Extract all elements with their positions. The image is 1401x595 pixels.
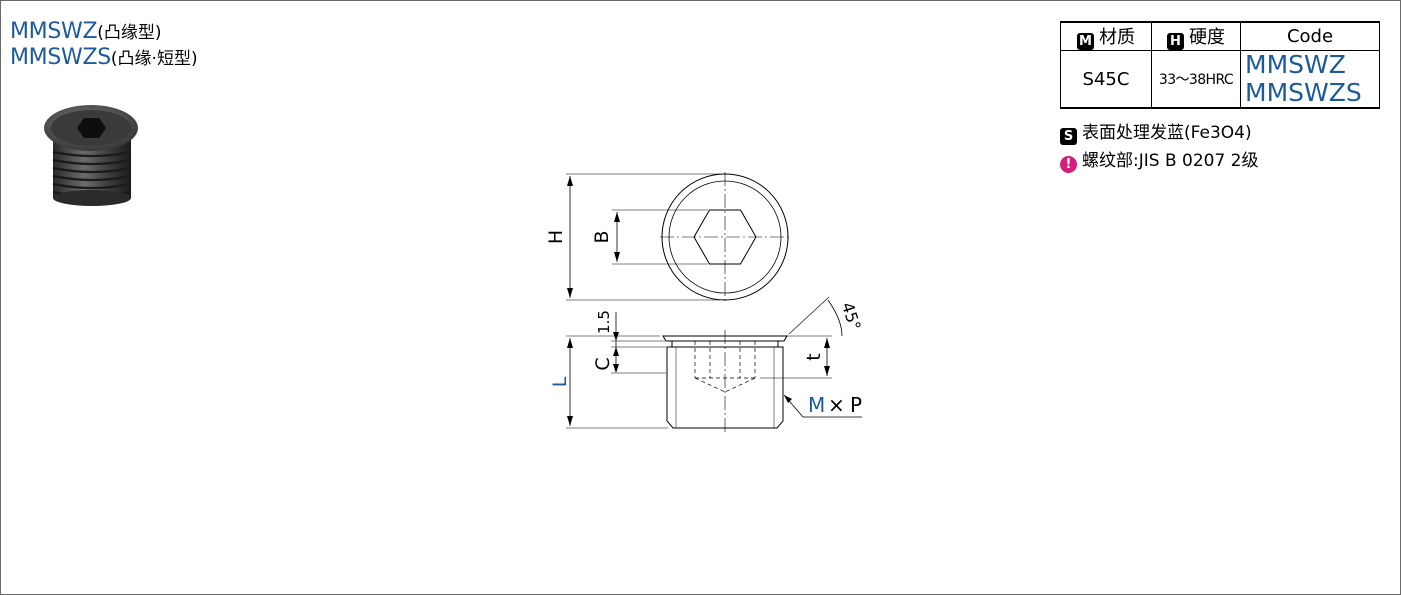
header-code: Code: [1240, 21, 1380, 51]
title-note: (凸缘·短型): [110, 49, 198, 69]
surface-icon: S: [1060, 128, 1077, 145]
cell-codes: MMSWZ MMSWZS: [1240, 50, 1380, 109]
dim-m: M: [808, 393, 825, 417]
thread-note: ! 螺纹部:JIS B 0207 2级: [1060, 146, 1259, 173]
dim-b: B: [591, 230, 613, 243]
dim-h: H: [545, 230, 567, 244]
cell-material: S45C: [1060, 50, 1152, 109]
dim-45-angle: 45°: [838, 300, 865, 333]
surface-text: 表面处理发蓝(Fe3O4): [1082, 123, 1252, 143]
product-photo: [44, 105, 138, 206]
title-code: MMSWZ: [10, 19, 98, 44]
title-mmswz: MMSWZ(凸缘型): [10, 18, 162, 44]
surface-note: S 表面处理发蓝(Fe3O4): [1060, 118, 1252, 145]
dim-1-5: 1.5: [595, 310, 613, 334]
thread-text: 螺纹部:JIS B 0207 2级: [1082, 151, 1259, 171]
warning-pin-icon: !: [1060, 156, 1077, 173]
code-mmswz[interactable]: MMSWZ: [1245, 50, 1346, 79]
material-icon: M: [1077, 33, 1094, 50]
dim-times: ×: [828, 393, 845, 417]
code-mmswzs[interactable]: MMSWZS: [1245, 78, 1362, 107]
dim-t: t: [803, 353, 825, 360]
dim-p: P: [850, 393, 862, 417]
title-mmswzs: MMSWZS(凸缘·短型): [10, 44, 198, 70]
title-code: MMSWZS: [10, 45, 111, 70]
dim-c: C: [592, 357, 614, 370]
dim-l: L: [549, 376, 571, 387]
title-note: (凸缘型): [97, 23, 162, 43]
cell-hardness: 33〜38HRC: [1151, 50, 1241, 109]
technical-drawing: H B 1.5 C L t 45° M × P: [545, 172, 865, 435]
hardness-icon: H: [1167, 33, 1184, 50]
